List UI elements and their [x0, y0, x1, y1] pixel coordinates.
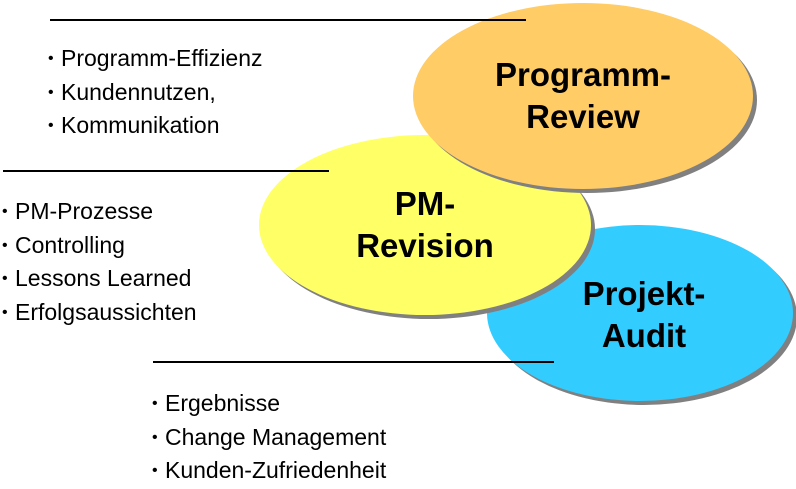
bullet-icon: •	[48, 83, 54, 101]
programm-review-divider	[50, 19, 526, 21]
bullet-icon: •	[152, 462, 158, 479]
pm-revision-list: •PM-Prozesse •Controlling •Lessons Learn…	[2, 195, 197, 329]
pm-revision-divider	[3, 170, 329, 172]
projekt-audit-label-line2: Audit	[601, 317, 687, 354]
bullet-icon: •	[152, 395, 158, 412]
bullet-icon: •	[2, 236, 8, 254]
pm-revision-label-line1: PM-	[394, 185, 456, 222]
list-item: •Erfolgsaussichten	[2, 296, 197, 330]
list-item: •Change Management	[152, 421, 386, 455]
projekt-audit-label: Projekt- Audit	[494, 273, 794, 357]
pm-revision-label: PM- Revision	[275, 183, 575, 267]
bullet-icon: •	[48, 50, 54, 67]
bullet-icon: •	[152, 428, 158, 446]
projekt-audit-label-line1: Projekt-	[582, 275, 706, 312]
list-item: •Lessons Learned	[2, 262, 197, 296]
list-item: •PM-Prozesse	[2, 195, 197, 229]
list-item: •Kundennutzen,	[48, 76, 263, 110]
list-item: •Ergebnisse	[152, 387, 386, 421]
programm-review-label-line2: Review	[526, 98, 640, 135]
list-item: •Kommunikation	[48, 109, 263, 143]
projekt-audit-divider	[153, 361, 554, 363]
pm-revision-label-line2: Revision	[356, 227, 494, 264]
programm-review-label-line1: Programm-	[494, 56, 672, 93]
bullet-icon: •	[2, 270, 8, 287]
list-item: •Kunden-Zufriedenheit	[152, 454, 386, 488]
programm-review-list: •Programm-Effizienz •Kundennutzen, •Komm…	[48, 42, 263, 143]
programm-review-label: Programm- Review	[433, 54, 733, 138]
bullet-icon: •	[48, 117, 54, 134]
list-item: •Controlling	[2, 229, 197, 263]
bullet-icon: •	[2, 303, 8, 321]
list-item: •Programm-Effizienz	[48, 42, 263, 76]
programm-review-ellipse	[413, 3, 753, 189]
projekt-audit-list: •Ergebnisse •Change Management •Kunden-Z…	[152, 387, 386, 488]
bullet-icon: •	[2, 203, 8, 220]
